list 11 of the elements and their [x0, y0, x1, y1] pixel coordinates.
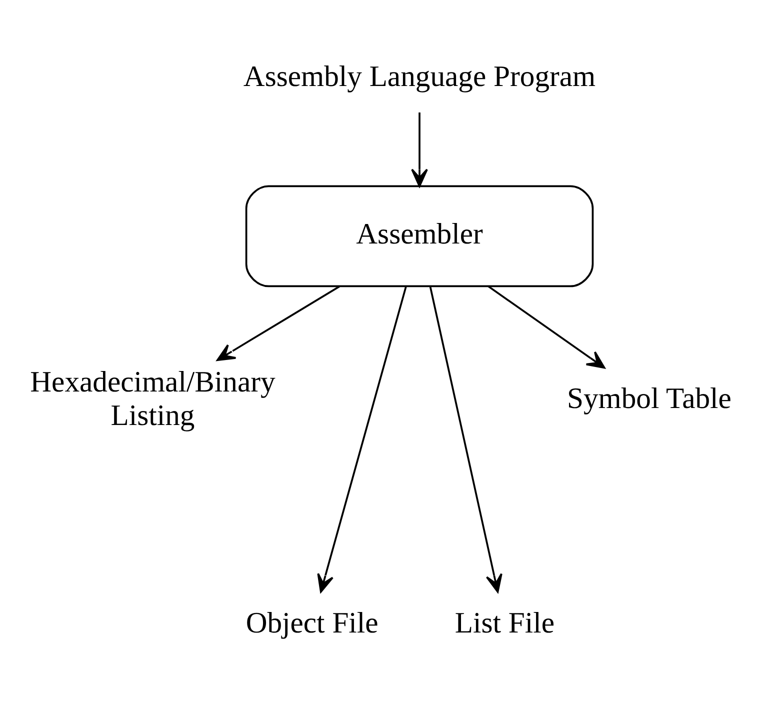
arrow: [488, 285, 606, 368]
node-box: Assembler: [245, 184, 594, 287]
node-text: Hexadecimal/Binary Listing: [30, 366, 276, 432]
arrow: [429, 286, 502, 592]
node-text: Assembly Language Program: [243, 60, 596, 92]
arrow: [317, 286, 407, 592]
node-text: Object File: [246, 606, 378, 639]
arrow: [411, 112, 428, 187]
node-text: List File: [454, 606, 555, 639]
node-text: Symbol Table: [567, 382, 732, 415]
arrow: [216, 285, 340, 361]
